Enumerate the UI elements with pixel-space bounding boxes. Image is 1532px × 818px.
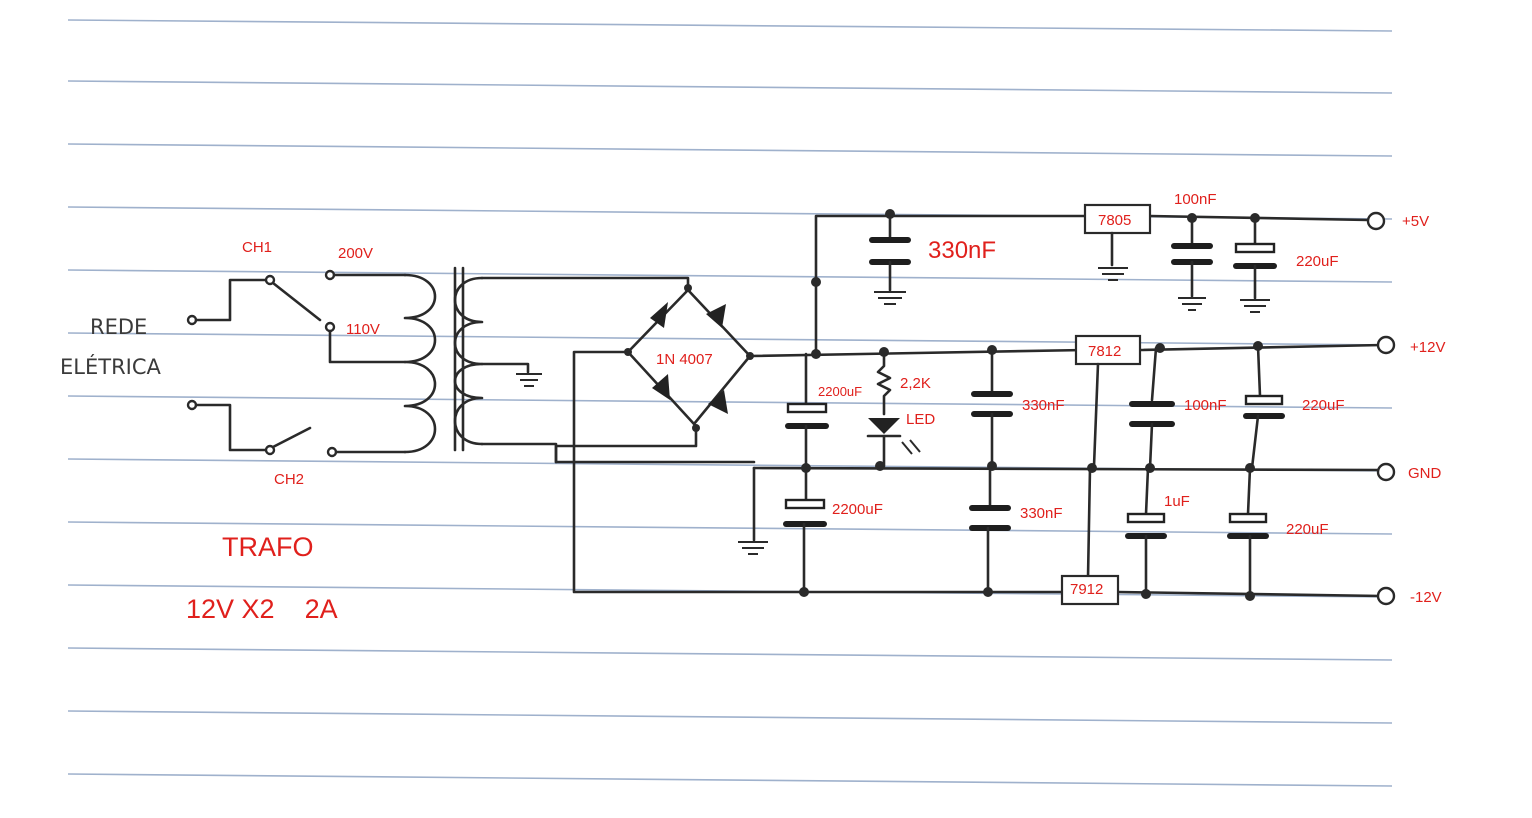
reg-7912-box [1060, 574, 1120, 606]
plus5v-section [811, 203, 1277, 313]
cap-220uF-neg-label: 220uF [1286, 521, 1329, 538]
mains-label-line1: REDE [90, 315, 147, 339]
output-terminals [1366, 211, 1396, 606]
tap-110v-label: 110V [346, 321, 380, 338]
cap-2200uF-bottom [784, 498, 826, 510]
primary-winding [403, 273, 437, 454]
transformer [328, 266, 690, 464]
cap-330nF-big-label: 330nF [928, 237, 996, 264]
cap-220uF-5v-label: 220uF [1296, 253, 1339, 270]
switch-ch2-label: CH2 [274, 471, 304, 488]
ch2-pivot [264, 444, 276, 456]
diode-3 [652, 374, 670, 400]
cap-1uF-label: 1uF [1164, 493, 1190, 510]
cap-2200uF-top [786, 402, 828, 414]
output-gnd-label: GND [1408, 465, 1442, 482]
terminal-plus5v [1366, 211, 1386, 231]
led-diode [868, 418, 900, 434]
cap-2200uF-top-label: 2200uF [818, 384, 862, 399]
reg-7805-label: 7805 [1098, 212, 1131, 229]
led-label: LED [906, 411, 935, 428]
transformer-spec: 12V X2 2A [186, 594, 338, 624]
ch2-blade [271, 426, 312, 449]
resistor-2k2 [876, 350, 892, 416]
resistor-label: 2,2K [900, 375, 931, 392]
plus-minus-12v-section [1060, 334, 1285, 606]
secondary-winding [453, 276, 484, 446]
cap-330nF-pos-label: 330nF [1022, 397, 1065, 414]
cap-2200uF-bottom-label: 2200uF [832, 501, 883, 518]
cap-100nF-12v-label: 100nF [1184, 397, 1227, 414]
output-plus12v-label: +12V [1410, 339, 1445, 356]
diode-4 [708, 390, 728, 414]
output-plus5v-label: +5V [1402, 213, 1429, 230]
terminal-plus12v [1376, 335, 1396, 355]
mains-label-line2: ELÉTRICA [60, 354, 162, 379]
tap-200v-label: 200V [338, 245, 373, 262]
cap-1uF [1126, 512, 1166, 524]
notebook-rules [67, 19, 1393, 787]
terminal-minus12v [1376, 586, 1396, 606]
reg-7912-label: 7912 [1070, 581, 1103, 598]
transformer-title: TRAFO [222, 532, 314, 562]
switch-ch1-label: CH1 [242, 239, 272, 256]
bridge-label: 1N 4007 [656, 351, 713, 368]
reg-7805-box [1083, 203, 1152, 235]
cap-100nF-5v-label: 100nF [1174, 191, 1217, 208]
filter-section [783, 345, 1013, 597]
diode-1 [650, 302, 668, 328]
bridge-rectifier [554, 284, 802, 594]
cap-220uF-neg [1228, 512, 1268, 524]
output-minus12v-label: -12V [1410, 589, 1442, 606]
reg-7812-box [1074, 334, 1142, 366]
mains-input [186, 269, 338, 458]
reg-7812-label: 7812 [1088, 343, 1121, 360]
diode-2 [706, 304, 726, 328]
ch1-pivot [264, 274, 276, 286]
cap-220uF-pos [1244, 394, 1284, 406]
cap-330nF-neg-label: 330nF [1020, 505, 1063, 522]
terminal-gnd [1376, 462, 1396, 482]
cap-220uF-pos-label: 220uF [1302, 397, 1345, 414]
ch1-blade [271, 281, 322, 322]
